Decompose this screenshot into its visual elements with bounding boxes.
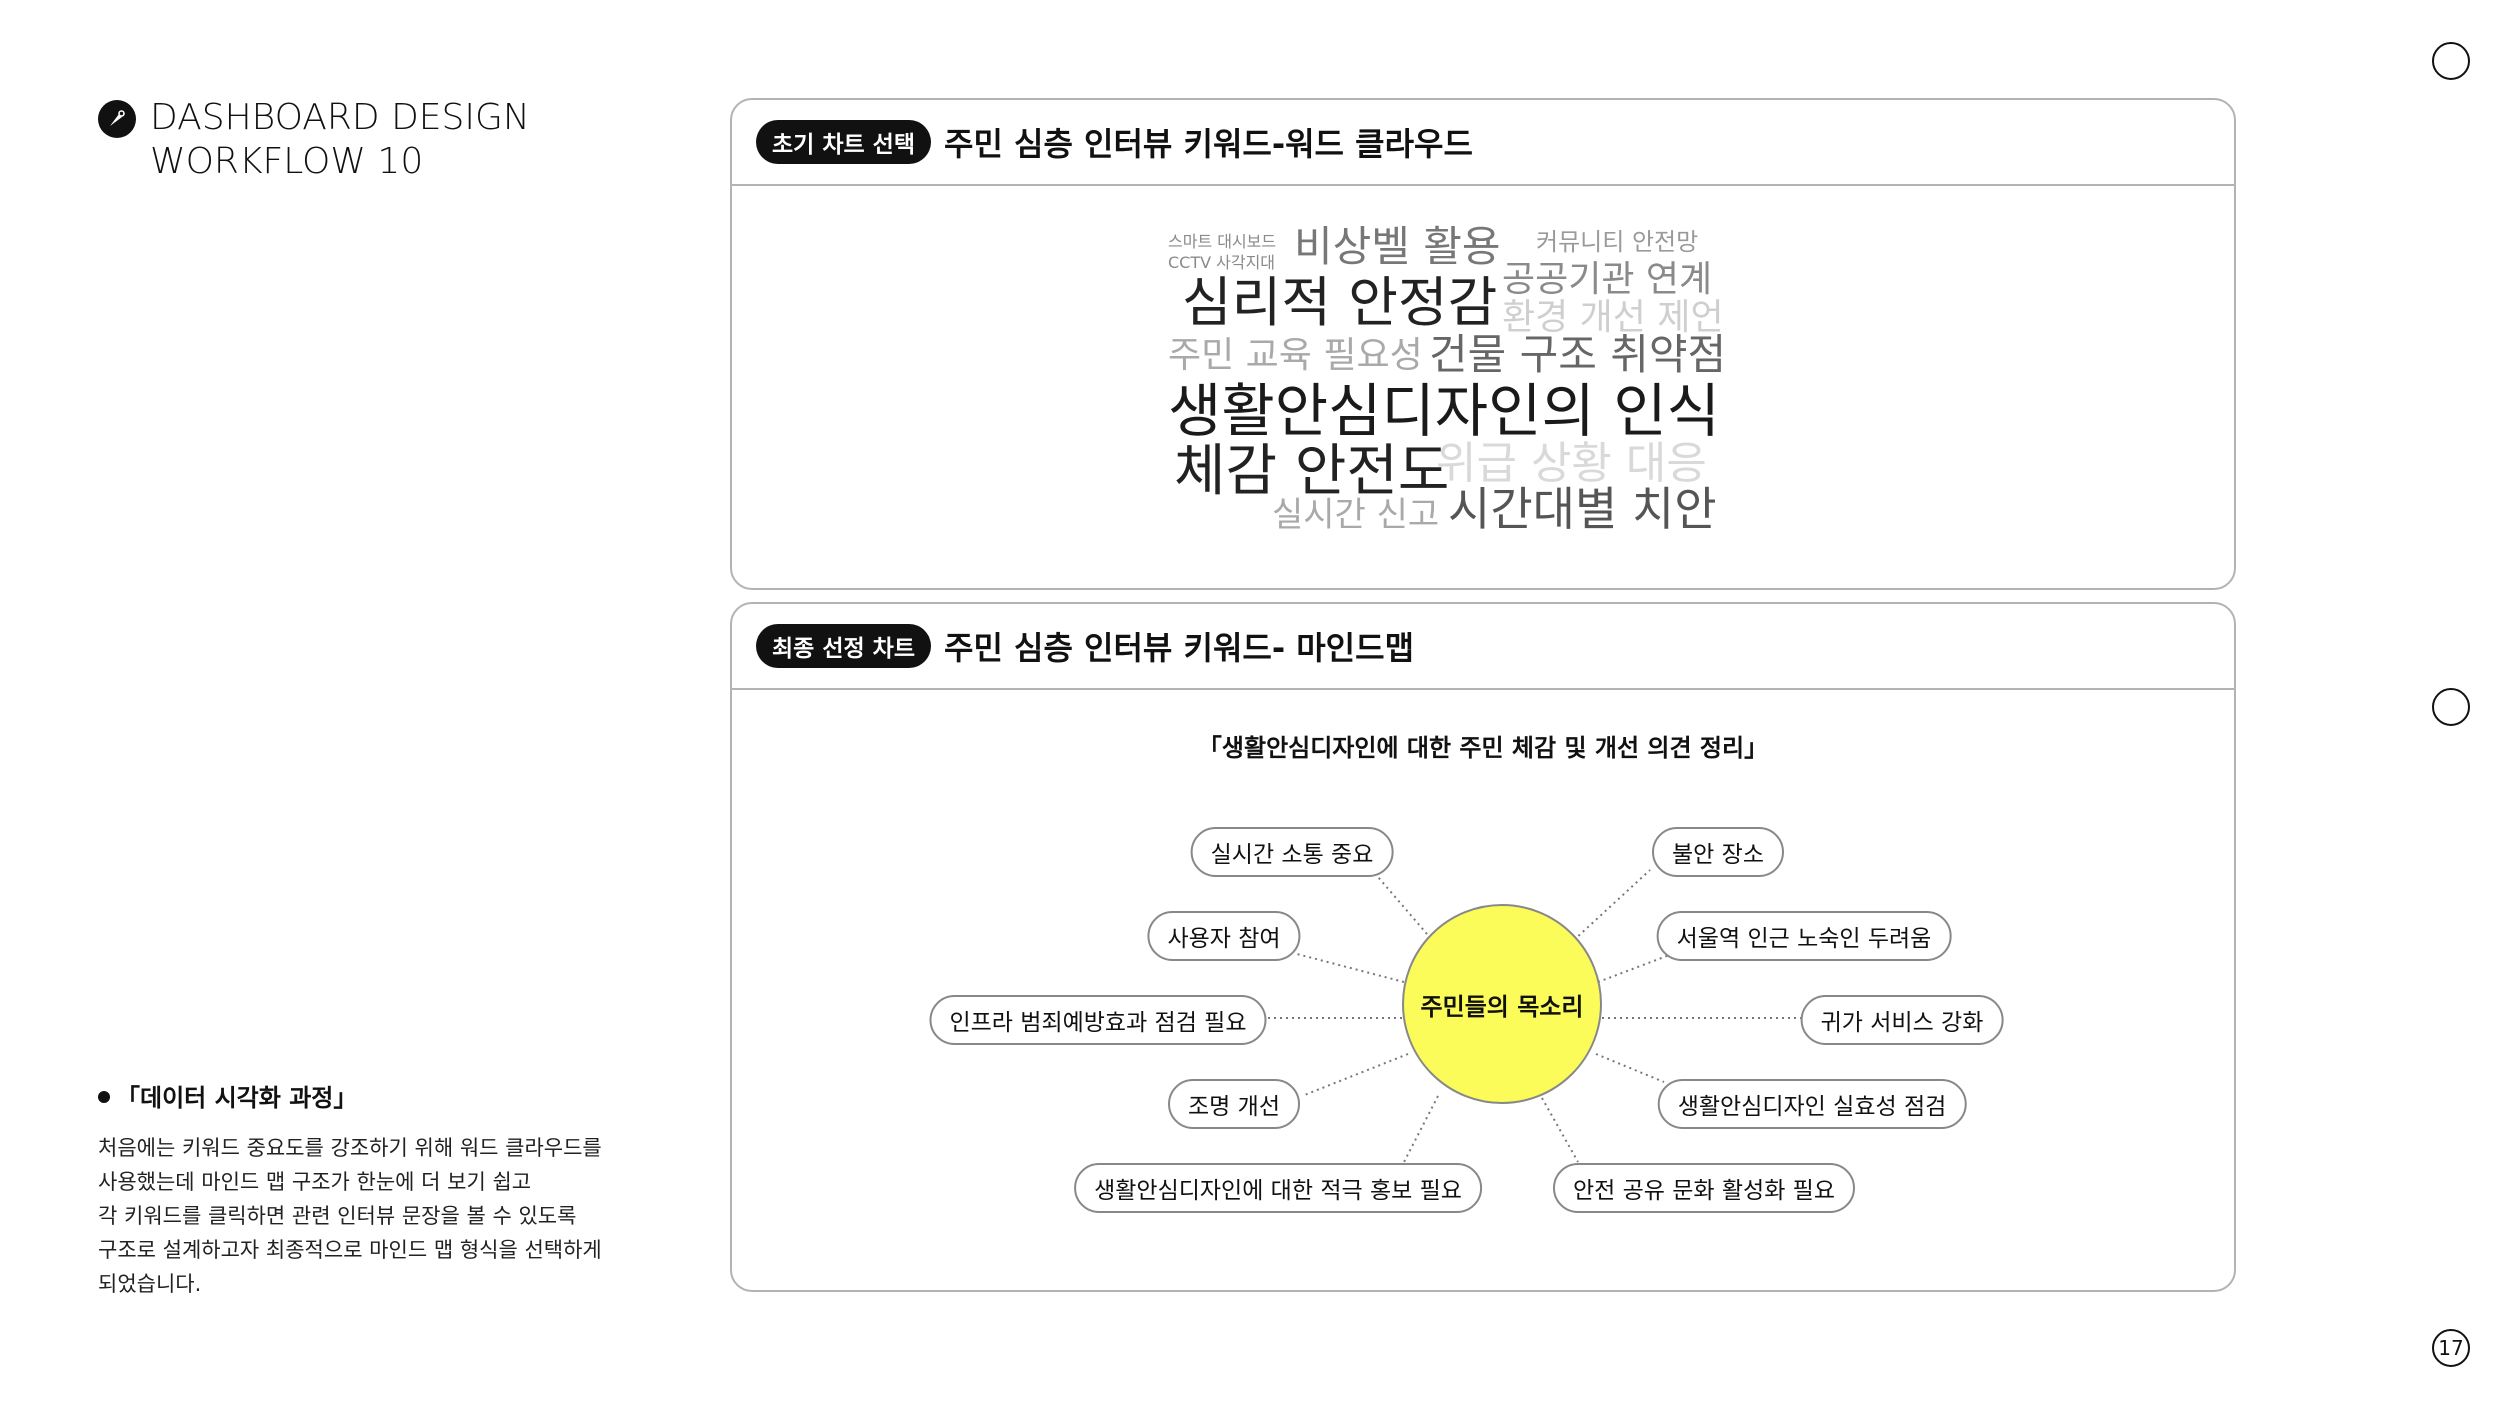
cloud-word[interactable]: CCTV 사각지대 (1168, 253, 1276, 272)
mindmap-node[interactable]: 안전 공유 문화 활성화 필요 (1552, 1163, 1856, 1213)
mindmap-subtitle: 「생활안심디자인에 대한 주민 체감 및 개선 의견 정리」 (1197, 734, 1769, 762)
cloud-word[interactable]: 스마트 대시보드 (1168, 232, 1277, 251)
connector-line (1301, 1053, 1409, 1097)
cloud-word[interactable]: 위급 상황 대응 (1436, 438, 1707, 489)
mindmap-connectors (1266, 869, 1806, 1163)
cloud-word[interactable]: 실시간 신고 (1272, 495, 1440, 535)
connector-line (1597, 953, 1673, 983)
cloud-word[interactable]: 공공기관 연계 (1502, 259, 1713, 300)
connector-line (1296, 953, 1405, 983)
cloud-word[interactable]: 환경 개선 제언 (1502, 297, 1724, 338)
mindmap-node[interactable]: 실시간 소통 중요 (1190, 827, 1394, 877)
mindmap-panel: 최종 선정 차트 주민 심층 인터뷰 키워드- 마인드맵 「생활안심디자인에 대… (730, 602, 2236, 1292)
pen-nib-icon (98, 100, 136, 138)
mindmap-node[interactable]: 인프라 범죄예방효과 점검 필요 (929, 995, 1267, 1045)
connector-line (1595, 1053, 1665, 1083)
description-line: 처음에는 키워드 중요도를 강조하기 위해 워드 클라우드를 (98, 1136, 602, 1160)
mindmap-node[interactable]: 사용자 참여 (1147, 911, 1301, 961)
connector-line (1403, 1095, 1439, 1163)
description-title: 「데이터 시각화 과정」 (116, 1084, 358, 1112)
connector-line (1371, 869, 1428, 935)
mindmap-node[interactable]: 서울역 인근 노숙인 두려움 (1656, 911, 1952, 961)
word-cloud: 스마트 대시보드 CCTV 사각지대 비상벨 활용 커뮤니티 안전망 공공기관 … (732, 100, 2234, 588)
description-line: 사용했는데 마인드 맵 구조가 한눈에 더 보기 쉽고 (98, 1170, 532, 1194)
cloud-word[interactable]: 시간대별 치안 (1448, 482, 1717, 536)
nav-circle-top[interactable] (2432, 42, 2470, 80)
cloud-word[interactable]: 체감 안전도 (1174, 439, 1450, 504)
cloud-word[interactable]: 건물 구조 취약점 (1429, 330, 1727, 379)
process-description: 「데이터 시각화 과정」 처음에는 키워드 중요도를 강조하기 위해 워드 클라… (98, 1078, 658, 1301)
final-chart-tag: 최종 선정 차트 (756, 624, 931, 668)
description-line: 각 키워드를 클릭하면 관련 인터뷰 문장을 볼 수 있도록 (98, 1204, 577, 1228)
cloud-word[interactable]: 심리적 안정감 (1182, 271, 1498, 334)
page-number: 17 (2432, 1329, 2470, 1367)
cloud-word[interactable]: 주민 교육 필요성 (1168, 335, 1423, 376)
mindmap-node[interactable]: 불안 장소 (1652, 827, 1784, 877)
initial-chart-tag: 초기 차트 선택 (756, 120, 931, 164)
cloud-word[interactable]: 커뮤니티 안전망 (1536, 228, 1699, 256)
description-line: 구조로 설계하고자 최종적으로 마인드 맵 형식을 선택하게 (98, 1238, 602, 1262)
mindmap-node[interactable]: 귀가 서비스 강화 (1800, 995, 2004, 1045)
panel-header: 최종 선정 차트 주민 심층 인터뷰 키워드- 마인드맵 (732, 604, 2234, 690)
connector-line (1541, 1097, 1579, 1163)
panel-title: 주민 심층 인터뷰 키워드-워드 클라우드 (944, 125, 1473, 163)
mindmap-node[interactable]: 생활안심디자인 실효성 점검 (1657, 1079, 1967, 1129)
mindmap-center-node[interactable]: 주민들의 목소리 (1402, 904, 1602, 1104)
panel-title: 주민 심층 인터뷰 키워드- 마인드맵 (944, 629, 1415, 667)
brand-title: DASHBOARD DESIGN WORKFLOW 10 (150, 97, 530, 182)
description-body: 처음에는 키워드 중요도를 강조하기 위해 워드 클라우드를 사용했는데 마인드… (98, 1131, 658, 1301)
wordcloud-panel: 초기 차트 선택 주민 심층 인터뷰 키워드-워드 클라우드 스마트 대시보드 … (730, 98, 2236, 590)
mindmap-node[interactable]: 조명 개선 (1168, 1079, 1300, 1129)
mindmap-node[interactable]: 생활안심디자인에 대한 적극 홍보 필요 (1074, 1163, 1482, 1213)
connector-line (1573, 869, 1651, 941)
cloud-word[interactable]: 비상벨 활용 (1294, 222, 1501, 271)
bullet-dot (98, 1091, 110, 1103)
panel-header: 초기 차트 선택 주민 심층 인터뷰 키워드-워드 클라우드 (732, 100, 2234, 186)
nav-circle-middle[interactable] (2432, 688, 2470, 726)
cloud-word[interactable]: 생활안심디자인의 인식 (1168, 377, 1721, 445)
description-line: 되었습니다. (98, 1272, 202, 1296)
